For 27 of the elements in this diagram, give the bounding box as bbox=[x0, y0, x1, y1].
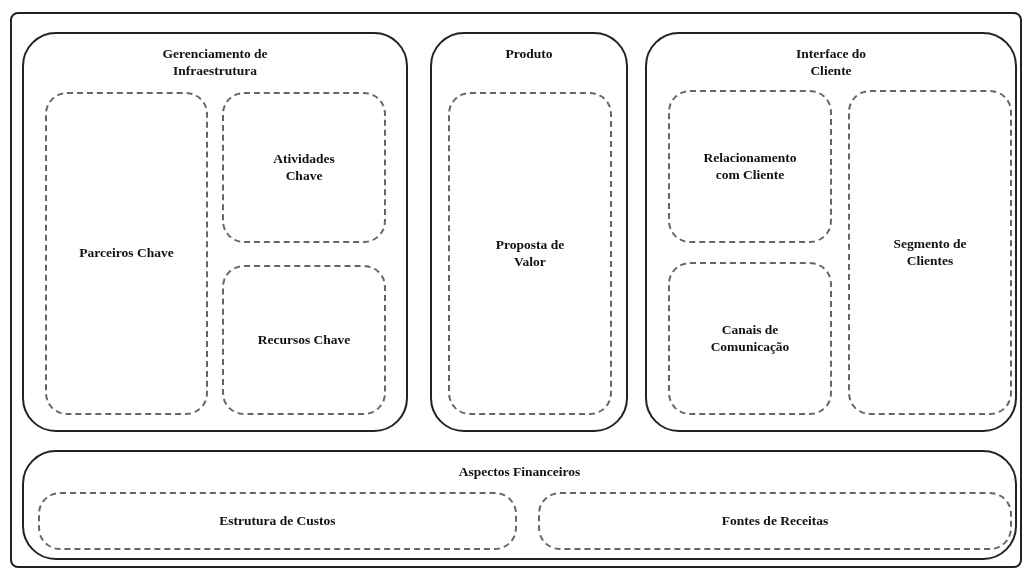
section-panel bbox=[22, 32, 408, 432]
block-label: Segmento de Clientes bbox=[892, 235, 968, 270]
section-title: Gerenciamento de Infraestrutura bbox=[161, 46, 269, 80]
block-label: Atividades Chave bbox=[272, 150, 336, 185]
dashed-block bbox=[668, 90, 832, 243]
section-title: Interface do Cliente bbox=[794, 46, 868, 80]
section-title: Aspectos Financeiros bbox=[458, 464, 581, 481]
dashed-block bbox=[45, 92, 208, 415]
section-panel bbox=[430, 32, 628, 432]
block-label: Estrutura de Custos bbox=[219, 512, 336, 530]
block-label: Proposta de Valor bbox=[494, 236, 566, 271]
block-label: Recursos Chave bbox=[257, 331, 351, 349]
dashed-block bbox=[222, 265, 386, 415]
dashed-block bbox=[848, 90, 1012, 415]
block-label: Relacionamento com Cliente bbox=[702, 149, 798, 184]
block-label: Canais de Comunicação bbox=[709, 321, 791, 356]
dashed-block bbox=[448, 92, 612, 415]
block-label: Parceiros Chave bbox=[79, 245, 174, 262]
canvas-frame bbox=[10, 12, 1022, 568]
dashed-block bbox=[538, 492, 1012, 550]
dashed-block bbox=[222, 92, 386, 243]
section-title: Produto bbox=[505, 46, 553, 63]
dashed-block bbox=[668, 262, 832, 415]
section-panel bbox=[22, 450, 1017, 560]
block-label: Fontes de Receitas bbox=[721, 512, 829, 530]
dashed-block bbox=[38, 492, 517, 550]
section-panel bbox=[645, 32, 1017, 432]
